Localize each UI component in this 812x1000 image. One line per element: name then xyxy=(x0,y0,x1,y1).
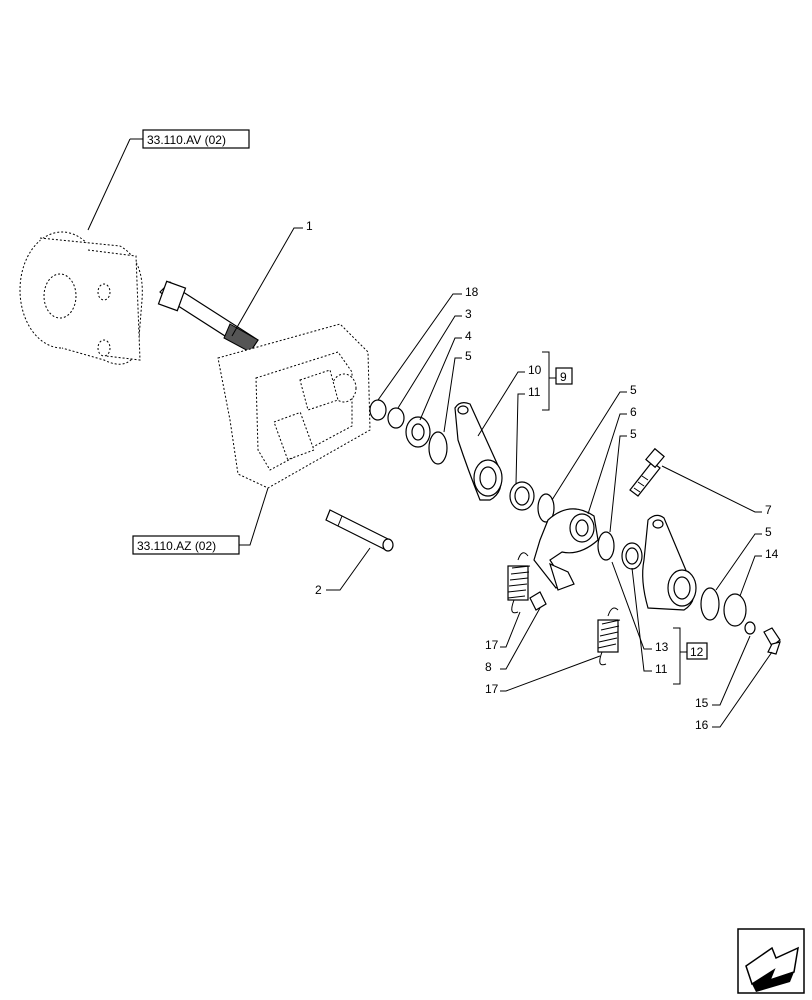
part-number-label: 3 xyxy=(465,307,472,321)
part-number-label: 5 xyxy=(630,427,637,441)
part-number-label: 13 xyxy=(655,640,669,654)
o-ring-5b xyxy=(537,493,555,523)
bushing-11a xyxy=(509,481,535,511)
lever-13 xyxy=(642,514,697,611)
part-number-label: 5 xyxy=(765,525,772,539)
part-number-label: 17 xyxy=(485,638,499,652)
part-number-label: 11 xyxy=(655,662,668,676)
kit-12-box[interactable]: 12 xyxy=(686,642,708,660)
washer-14 xyxy=(723,593,747,627)
housing-dashed-part xyxy=(19,231,143,365)
reference-box-bottom[interactable]: 33.110.AZ (02) xyxy=(132,535,240,555)
part-number-label: 5 xyxy=(465,349,472,363)
reference-label: 12 xyxy=(690,645,704,659)
pin-part xyxy=(325,509,394,552)
pin-8 xyxy=(529,591,547,611)
part-number-label: 1 xyxy=(306,219,313,233)
spring-17a xyxy=(507,552,531,614)
reference-box-top[interactable]: 33.110.AV (02) xyxy=(142,129,250,149)
bushing-11b xyxy=(621,542,643,570)
part-number-label: 15 xyxy=(695,696,709,710)
o-ring-5c xyxy=(597,531,615,561)
part-number-label: 17 xyxy=(485,682,499,696)
kit-9-box[interactable]: 9 xyxy=(555,367,573,385)
part-number-label: 11 xyxy=(528,385,541,399)
fork-lever-6 xyxy=(533,508,599,591)
part-number-label: 14 xyxy=(765,547,779,561)
cover-plate-dashed-part xyxy=(217,323,371,489)
ring-3 xyxy=(387,407,405,429)
lever-10 xyxy=(454,402,503,501)
washer-4 xyxy=(405,416,431,448)
part-number-label: 8 xyxy=(485,660,492,674)
o-ring-5d xyxy=(700,587,720,621)
part-number-label: 7 xyxy=(765,503,772,517)
part-number-label: 4 xyxy=(465,329,472,343)
shaft-part xyxy=(157,280,259,353)
part-number-label: 16 xyxy=(695,718,709,732)
part-number-label: 10 xyxy=(528,363,542,377)
washer-15 xyxy=(744,621,756,635)
bolt-7 xyxy=(629,447,665,497)
reference-label: 9 xyxy=(560,370,567,384)
part-number-label: 2 xyxy=(315,583,322,597)
part-number-label: 5 xyxy=(630,383,637,397)
screw-16 xyxy=(763,627,781,655)
o-ring-18 xyxy=(369,399,387,421)
next-page-arrow-icon[interactable] xyxy=(737,928,805,994)
part-number-label: 6 xyxy=(630,405,637,419)
reference-label: 33.110.AZ (02) xyxy=(137,539,216,553)
part-number-label: 18 xyxy=(465,285,479,299)
reference-label: 33.110.AV (02) xyxy=(147,133,226,147)
o-ring-5a xyxy=(428,431,448,465)
spring-17b xyxy=(597,607,621,666)
